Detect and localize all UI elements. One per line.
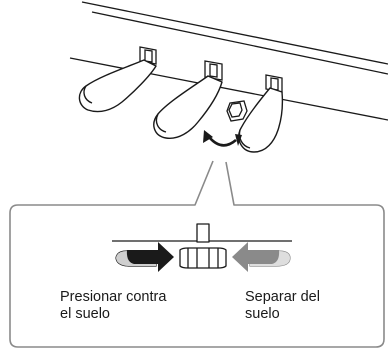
separate-caption-line2: suelo	[245, 306, 280, 322]
center-pedal	[153, 75, 223, 139]
pedal-slots	[139, 46, 283, 93]
adjuster-nut	[226, 100, 248, 122]
adjuster-detail	[179, 223, 227, 269]
separate-caption: Separar del suelo	[245, 289, 375, 323]
left-pedal	[78, 59, 157, 113]
right-pedal	[238, 87, 284, 153]
press-caption-line2: el suelo	[60, 306, 110, 322]
press-arrow-icon	[115, 242, 174, 272]
separate-caption-line1: Separar del	[245, 289, 320, 305]
press-caption-line1: Presionar contra	[60, 289, 167, 305]
separate-arrow-icon	[232, 242, 291, 272]
press-caption: Presionar contra el suelo	[60, 289, 220, 323]
rotate-arrow-icon	[203, 130, 242, 147]
